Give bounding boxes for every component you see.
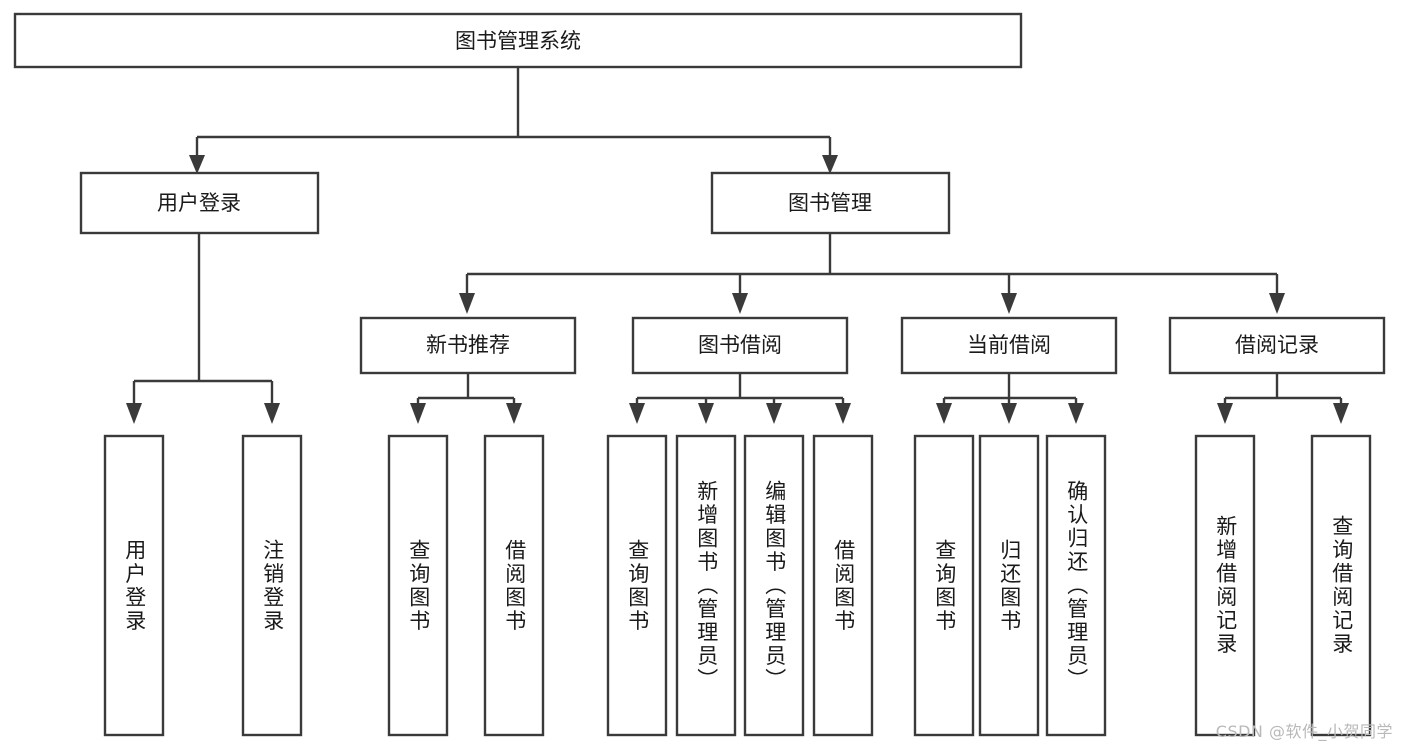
node-borrow-records-box bbox=[1168, 316, 1386, 375]
connector-group-book-manage bbox=[459, 233, 1285, 314]
connector-group-current-borrow bbox=[936, 373, 1084, 424]
arrow-root-to-book-manage bbox=[822, 155, 838, 174]
arrow-borrow-records-leaf-1 bbox=[1217, 403, 1233, 424]
leaf-box-user-login-1[interactable] bbox=[103, 434, 165, 737]
connector-group-user-login bbox=[126, 233, 280, 424]
leaf-box-book-borrow-2[interactable] bbox=[675, 434, 737, 737]
leaf-box-book-borrow-1[interactable] bbox=[606, 434, 668, 737]
node-root-label: 图书管理系统 bbox=[455, 29, 581, 53]
leaf-boxes-current-borrow bbox=[913, 434, 1107, 737]
arrow-book-borrow-leaf-3 bbox=[766, 403, 782, 424]
node-root-box bbox=[13, 12, 1023, 69]
node-new-book-recommend[interactable]: 新书推荐 bbox=[359, 316, 577, 375]
leaf-box-book-borrow-4[interactable] bbox=[812, 434, 874, 737]
leaf-box-book-borrow-3[interactable] bbox=[743, 434, 805, 737]
node-current-borrow-label: 当前借阅 bbox=[967, 333, 1051, 357]
leaf-box-borrow-records-1[interactable] bbox=[1194, 434, 1256, 737]
arrow-current-borrow-leaf-3 bbox=[1068, 403, 1084, 424]
arrow-current-borrow-leaf-2 bbox=[1001, 403, 1017, 424]
arrow-book-borrow-leaf-1 bbox=[629, 403, 645, 424]
leaf-box-current-borrow-1[interactable] bbox=[913, 434, 975, 737]
leaf-boxes-book-borrow bbox=[606, 434, 874, 737]
connector-group-root bbox=[189, 67, 838, 174]
node-user-login[interactable]: 用户登录 bbox=[79, 171, 320, 235]
node-user-login-label: 用户登录 bbox=[157, 191, 241, 215]
arrow-book-borrow-leaf-4 bbox=[835, 403, 851, 424]
connector-group-new-book bbox=[410, 373, 522, 424]
arrow-user-login-leaf-2 bbox=[264, 403, 280, 424]
arrow-book-manage-to-book-borrow bbox=[732, 293, 748, 314]
arrow-current-borrow-leaf-1 bbox=[936, 403, 952, 424]
arrow-borrow-records-leaf-2 bbox=[1333, 403, 1349, 424]
node-new-book-recommend-label: 新书推荐 bbox=[426, 333, 510, 357]
leaf-box-current-borrow-2[interactable] bbox=[978, 434, 1040, 737]
arrow-new-book-leaf-1 bbox=[410, 403, 426, 424]
node-root-book-management-system[interactable]: 图书管理系统 bbox=[13, 12, 1023, 69]
node-current-borrow-box bbox=[900, 316, 1118, 375]
arrow-book-manage-to-borrow-records bbox=[1269, 293, 1285, 314]
csdn-watermark: CSDN @软件_小贺同学 bbox=[1215, 722, 1393, 741]
node-book-management[interactable]: 图书管理 bbox=[710, 171, 951, 235]
leaf-boxes-new-book-recommend bbox=[387, 434, 545, 737]
node-borrow-records-label: 借阅记录 bbox=[1235, 333, 1319, 357]
arrow-new-book-leaf-2 bbox=[506, 403, 522, 424]
node-book-management-box bbox=[710, 171, 951, 235]
node-book-borrow-box bbox=[631, 316, 849, 375]
node-current-borrow[interactable]: 当前借阅 bbox=[900, 316, 1118, 375]
node-book-management-label: 图书管理 bbox=[788, 191, 872, 215]
leaf-boxes-borrow-records bbox=[1194, 434, 1372, 737]
arrow-book-manage-to-current-borrow bbox=[1001, 293, 1017, 314]
leaf-box-new-book-2[interactable] bbox=[483, 434, 545, 737]
leaf-box-current-borrow-3[interactable] bbox=[1045, 434, 1107, 737]
leaf-boxes-user-login bbox=[103, 434, 303, 737]
arrow-root-to-user-login bbox=[189, 155, 205, 174]
connector-group-book-borrow bbox=[629, 373, 851, 424]
leaf-box-borrow-records-2[interactable] bbox=[1310, 434, 1372, 737]
connector-group-borrow-records bbox=[1217, 373, 1349, 424]
leaf-box-new-book-1[interactable] bbox=[387, 434, 449, 737]
leaf-box-user-login-2[interactable] bbox=[241, 434, 303, 737]
arrow-book-borrow-leaf-2 bbox=[698, 403, 714, 424]
arrow-user-login-leaf-1 bbox=[126, 403, 142, 424]
node-book-borrow[interactable]: 图书借阅 bbox=[631, 316, 849, 375]
node-borrow-records[interactable]: 借阅记录 bbox=[1168, 316, 1386, 375]
node-user-login-box bbox=[79, 171, 320, 235]
arrow-book-manage-to-new-book bbox=[459, 293, 475, 314]
node-new-book-recommend-box bbox=[359, 316, 577, 375]
node-book-borrow-label: 图书借阅 bbox=[698, 333, 782, 357]
